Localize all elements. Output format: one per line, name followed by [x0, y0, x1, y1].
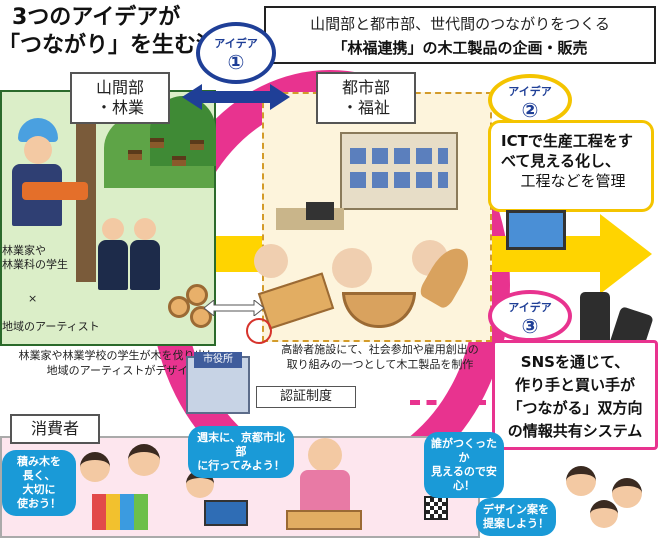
cook-person	[308, 438, 342, 472]
main-title-line1: 3つのアイデアが	[12, 5, 181, 30]
senior-person	[332, 248, 372, 288]
forester-caption: 林業家や 林業科の学生	[2, 244, 68, 272]
mountain-label-line2: ・林業	[95, 98, 144, 117]
bubble-line: 提案しよう！	[483, 517, 549, 530]
idea-badge-1: アイデア ①	[196, 22, 276, 84]
house-icon	[190, 140, 204, 150]
child-person	[80, 452, 110, 482]
idea-badge-3: アイデア ③	[488, 290, 572, 342]
idea3-text-line3: 「つながる」双方向	[507, 399, 643, 417]
mountain-description: 林業家や林業学校の学生が木を伐り出し、 地域のアーティストがデザイン	[4, 348, 242, 378]
idea3-panel: SNSを通じて、 作り手と買い手が 「つながる」双方向 の情報共有システム	[492, 340, 658, 450]
idea-badge-2: アイデア ②	[488, 74, 572, 126]
child-person	[612, 478, 642, 508]
bubble-line: 長く、	[22, 469, 56, 482]
idea-badge-label: アイデア	[508, 85, 552, 98]
theme-line2: 「林福連携」の木工製品の企画・販売	[332, 39, 588, 57]
idea-badge-number: ③	[521, 314, 539, 338]
mountain-description-line1: 林業家や林業学校の学生が木を伐り出し、	[18, 349, 228, 362]
pink-dashed-connector	[410, 400, 486, 405]
worker-head	[24, 136, 52, 164]
speech-bubble-design: デザイン案を 提案しよう！	[476, 498, 556, 536]
forester-caption-line2: 林業科の学生	[2, 258, 68, 271]
building-windows	[350, 148, 448, 164]
forester-caption-line1: 林業家や	[2, 244, 46, 257]
child-person	[128, 444, 160, 476]
bubble-line: 積み木を	[17, 455, 61, 468]
theme-line1: 山間部と都市部、世代間のつながりをつくる	[310, 15, 610, 33]
monitor-icon	[306, 202, 334, 220]
log-icon	[186, 284, 208, 306]
computer-icon	[506, 210, 566, 250]
child-person	[590, 500, 618, 528]
house-icon	[172, 156, 186, 166]
bubble-line: デザイン案を	[483, 503, 549, 516]
senior-person	[254, 244, 288, 278]
idea2-text-line2: べて見える化し、	[501, 152, 620, 170]
mountain-label-line1: 山間部	[95, 78, 144, 97]
child-person	[566, 466, 596, 496]
mountain-description-line2: 地域のアーティストがデザイン	[46, 364, 200, 377]
student-body	[130, 240, 160, 290]
house-icon	[150, 138, 164, 148]
idea3-text-line2: 作り手と買い手が	[514, 376, 635, 394]
house-icon	[128, 150, 142, 160]
student-head	[102, 218, 124, 240]
cutting-board-illustration	[286, 510, 362, 530]
city-label-line1: 都市部	[341, 78, 390, 97]
idea2-text-line3: 工程などを管理	[520, 172, 626, 190]
speech-bubble-blocks: 積み木を 長く、 大切に 使おう！	[2, 450, 76, 516]
student-body	[98, 240, 128, 290]
idea-badge-number: ①	[227, 50, 245, 74]
log-icon	[190, 306, 212, 328]
artist-caption: 地域のアーティスト	[2, 320, 100, 333]
toy-blocks-illustration	[92, 494, 148, 530]
city-hall-sign: 市役所	[194, 352, 242, 368]
idea2-panel: ICTで生産工程をす べて見える化し、 工程などを管理	[488, 120, 654, 212]
mountain-label: 山間部 ・林業	[70, 72, 170, 124]
speech-bubble-kyoto: 週末に、京都市北部 に行ってみよう！	[188, 426, 294, 478]
bubble-line: 使おう！	[17, 497, 61, 510]
theme-box: 山間部と都市部、世代間のつながりをつくる 「林福連携」の木工製品の企画・販売	[264, 6, 656, 64]
city-description: 高齢者施設にて、社会参加や雇用創出の 取り組みの一つとして木工製品を制作	[264, 342, 496, 372]
idea-badge-number: ②	[521, 98, 539, 122]
city-label-line2: ・福祉	[341, 98, 390, 117]
chainsaw-icon	[22, 182, 88, 200]
laptop-icon	[204, 500, 248, 526]
student-head	[134, 218, 156, 240]
idea-badge-label: アイデア	[214, 37, 258, 50]
yellow-arrow-head-icon	[600, 214, 652, 294]
idea2-text-line1: ICTで生産工程をす	[501, 132, 633, 150]
log-icon	[168, 296, 190, 318]
city-description-line1: 高齢者施設にて、社会参加や雇用創出の	[281, 343, 479, 356]
idea3-text-line1: SNSを通じて、	[520, 353, 630, 371]
bubble-line: 誰がつくったか	[431, 437, 497, 464]
city-description-line2: 取り組みの一つとして木工製品を制作	[286, 358, 474, 371]
bubble-line: 見えるので安心！	[431, 465, 497, 492]
certification-label: 認証制度	[256, 386, 356, 408]
qr-code-icon	[424, 496, 448, 520]
consumer-label: 消費者	[10, 414, 100, 444]
facility-building-illustration	[340, 132, 458, 210]
speech-bubble-safe: 誰がつくったか 見えるので安心！	[424, 432, 504, 498]
smartphone-icon	[580, 292, 610, 346]
double-arrow-icon	[182, 84, 290, 110]
stamp-icon	[246, 318, 272, 344]
idea3-text-line4: の情報共有システム	[507, 422, 643, 440]
bubble-line: に行ってみよう！	[197, 459, 285, 472]
city-label: 都市部 ・福祉	[316, 72, 416, 124]
building-windows	[350, 172, 448, 188]
bubble-line: 大切に	[22, 483, 56, 496]
cross-mark: ×	[28, 292, 38, 305]
bubble-line: 週末に、京都市北部	[197, 431, 285, 458]
idea-badge-label: アイデア	[508, 301, 552, 314]
small-double-arrow-icon	[204, 300, 264, 316]
